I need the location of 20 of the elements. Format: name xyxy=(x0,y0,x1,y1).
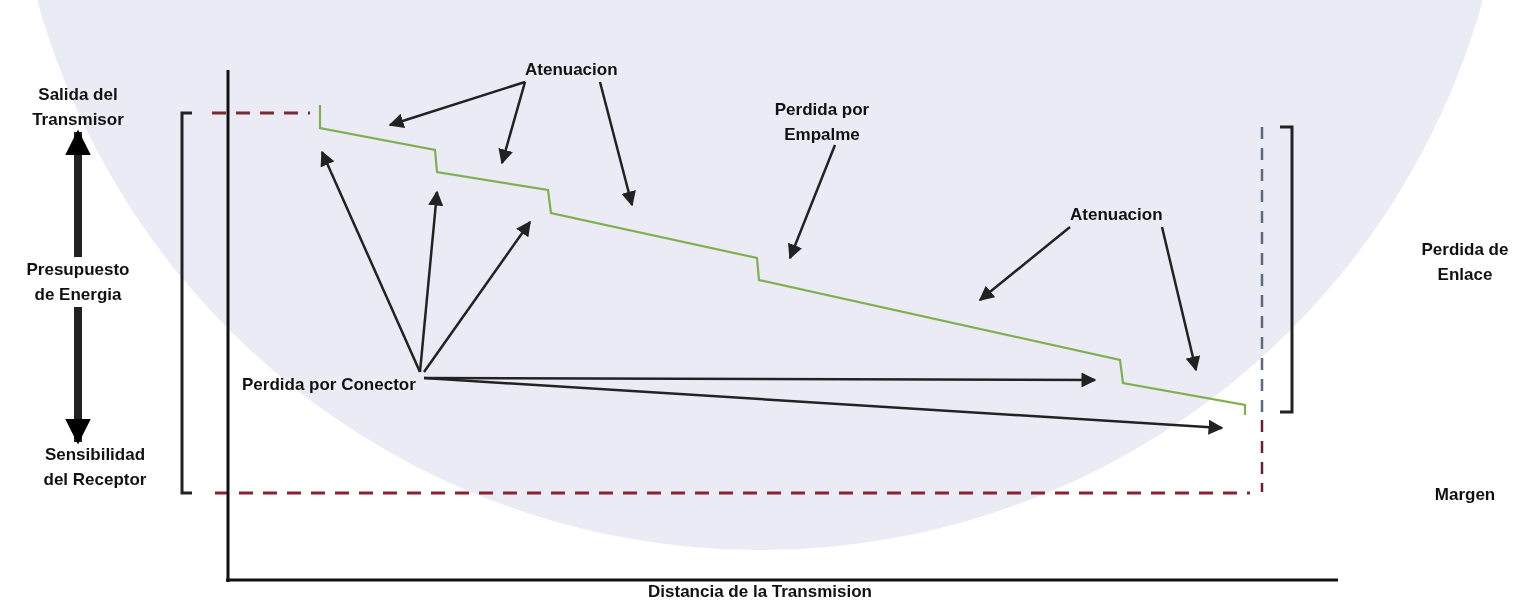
arrow xyxy=(1160,226,1201,372)
callout-label: Atenuacion xyxy=(525,57,617,82)
axis-label: Presupuesto de Energia xyxy=(20,257,136,307)
arrow xyxy=(788,144,837,260)
axis-title: Distancia de la Transmision xyxy=(647,581,873,603)
axis-label: Salida del Transmisor xyxy=(28,82,128,132)
bracket-label: Perdida de Enlace xyxy=(1420,239,1510,286)
callout-label: Atenuacion xyxy=(1070,202,1162,227)
arrow xyxy=(598,81,636,207)
arrow xyxy=(388,80,526,129)
axis-label: Sensibilidad del Receptor xyxy=(40,442,150,492)
arrow xyxy=(422,220,532,373)
arrow xyxy=(320,150,422,373)
callout-label: Perdida por Conector xyxy=(242,372,424,397)
arrow xyxy=(498,81,527,165)
callout-label: Perdida por Empalme xyxy=(772,97,872,147)
bracket-label: Margen xyxy=(1433,484,1497,506)
arrow xyxy=(423,376,1224,435)
arrow xyxy=(978,226,1071,301)
arrow xyxy=(418,190,444,373)
